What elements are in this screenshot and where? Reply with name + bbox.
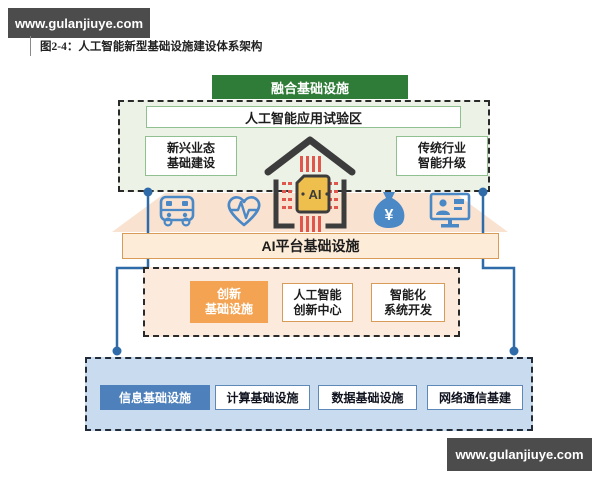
innovation-infrastructure-box: 创新 基础设施 (190, 281, 268, 323)
emerging-business-line1: 新兴业态 (166, 141, 215, 155)
smart-dev-line2: 系统开发 (383, 302, 432, 317)
bus-icon (159, 195, 195, 227)
pilot-zone-label: 人工智能应用试验区 (244, 110, 362, 126)
caption-left-rule (30, 36, 31, 56)
ai-innovation-center-box: 人工智能 创新中心 (282, 283, 353, 322)
yuan-symbol: ¥ (385, 207, 394, 224)
pilot-zone-title-box: 人工智能应用试验区 (146, 106, 461, 128)
emerging-business-box: 新兴业态 基础建设 (145, 136, 237, 176)
ai-chip-label: AI (309, 187, 322, 202)
ai-center-line2: 创新中心 (293, 302, 342, 317)
smart-system-dev-box: 智能化 系统开发 (371, 283, 445, 322)
watermark-top-left: www.gulanjiuye.com (8, 8, 150, 38)
network-comms-box: 网络通信基建 (427, 385, 523, 410)
traditional-industry-box: 传统行业 智能升级 (396, 136, 488, 176)
traditional-industry-line2: 智能升级 (417, 156, 466, 170)
ai-platform-label: AI平台基础设施 (261, 238, 360, 254)
watermark-bottom-right: www.gulanjiuye.com (447, 438, 592, 471)
network-comms-label: 网络通信基建 (438, 391, 511, 405)
emerging-business-line2: 基础建设 (166, 156, 215, 170)
innovation-line2: 基础设施 (204, 302, 253, 316)
figure-caption: 图2-4：人工智能新型基础设施建设体系架构 (40, 41, 263, 53)
watermark-text: www.gulanjiuye.com (455, 447, 584, 462)
smart-dev-line1: 智能化 (389, 287, 426, 302)
info-infrastructure-box: 信息基础设施 (100, 385, 210, 410)
watermark-text: www.gulanjiuye.com (14, 15, 144, 31)
ai-center-line1: 人工智能 (293, 287, 342, 302)
house-ai-chip-icon: AI (264, 136, 356, 232)
heartbeat-icon (227, 196, 261, 227)
compute-infrastructure-label: 计算基础设施 (226, 391, 299, 405)
data-infrastructure-box: 数据基础设施 (318, 385, 417, 410)
data-infrastructure-label: 数据基础设施 (331, 391, 404, 405)
ai-platform-bar: AI平台基础设施 (122, 233, 499, 259)
innovation-line1: 创新 (216, 287, 241, 301)
traditional-industry-line1: 传统行业 (417, 141, 466, 155)
fusion-infrastructure-box: 融合基础设施 (212, 75, 408, 99)
money-bag-icon: ¥ (373, 192, 405, 228)
monitor-person-icon (429, 192, 471, 228)
fusion-infrastructure-label: 融合基础设施 (270, 80, 349, 96)
info-infrastructure-label: 信息基础设施 (118, 391, 191, 405)
compute-infrastructure-box: 计算基础设施 (215, 385, 310, 410)
